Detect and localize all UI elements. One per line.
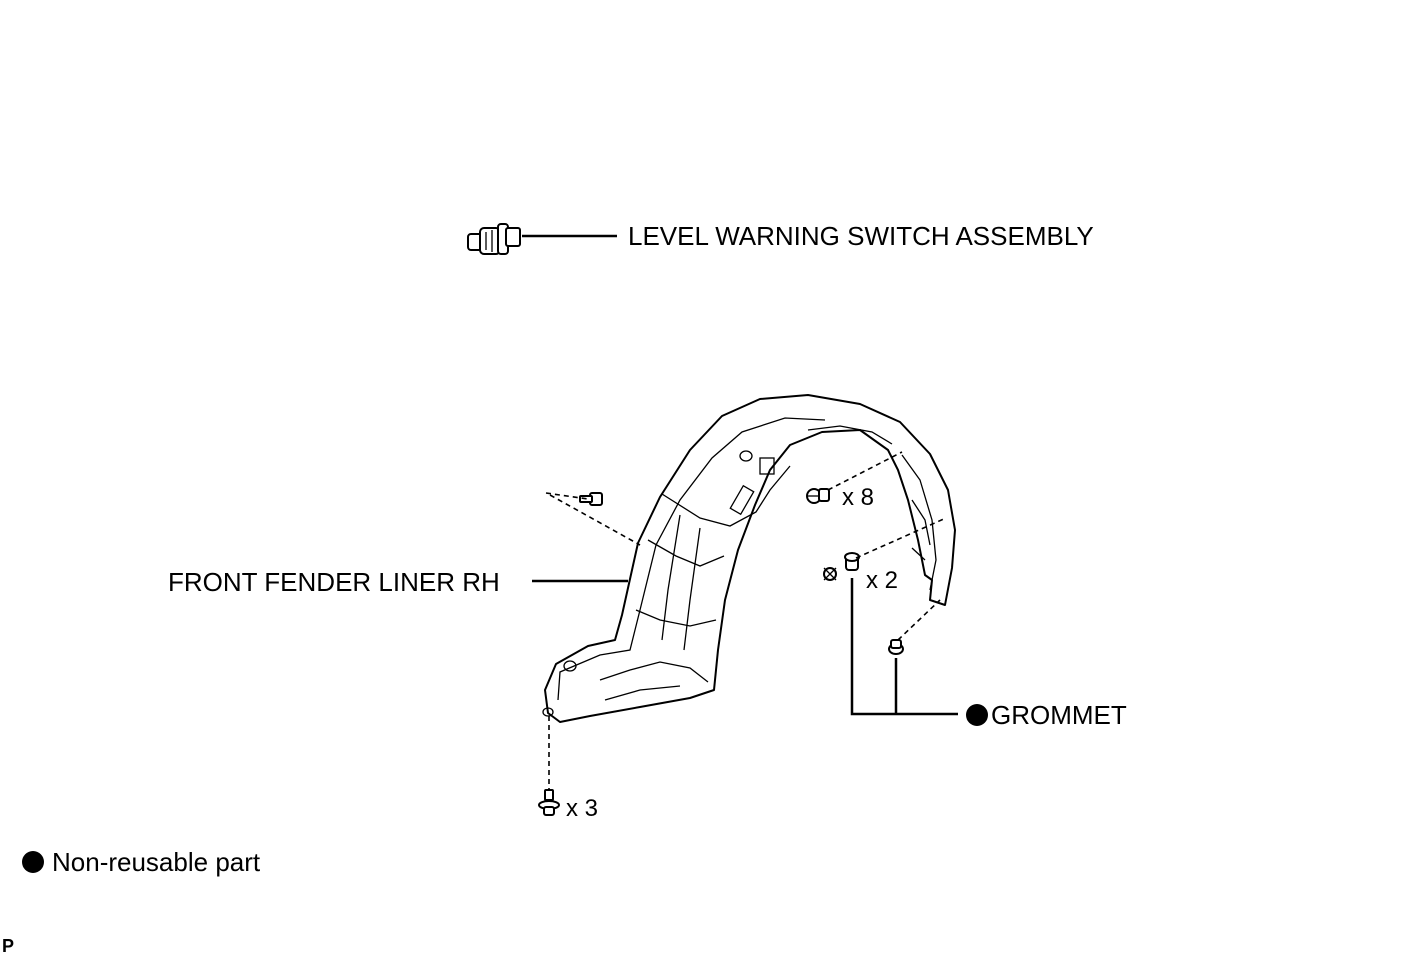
grommet-leader	[850, 578, 958, 716]
clip-lower-right-dashed-line	[897, 599, 941, 641]
clip-x8-dashed-line	[827, 451, 903, 491]
clip-x8-icon	[806, 488, 830, 504]
figure-code: P	[2, 936, 14, 956]
front-fender-liner-label: FRONT FENDER LINER RH	[168, 567, 500, 597]
grommet-label: GROMMET	[991, 700, 1127, 730]
front-fender-liner-icon	[542, 394, 956, 723]
clip-x8-quantity: x 8	[842, 484, 874, 511]
level-warning-switch-icon	[467, 223, 521, 255]
clip-upper-left-dashed-line	[545, 492, 589, 500]
clip-to-liner-dashed-line	[549, 494, 641, 546]
non-reusable-legend-label: Non-reusable part	[52, 847, 261, 877]
push-clip-lower-right-icon	[888, 639, 904, 655]
clip-x2-icon	[823, 552, 860, 581]
non-reusable-legend-marker	[22, 851, 44, 873]
bolt-x3-quantity: x 3	[566, 795, 598, 822]
bolt-x3-icon	[538, 789, 560, 816]
level-warning-switch-label: LEVEL WARNING SWITCH ASSEMBLY	[628, 221, 1094, 251]
grommet-non-reusable-marker	[966, 704, 988, 726]
clip-x2-quantity: x 2	[866, 567, 898, 594]
clip-x2-dashed-line	[855, 517, 947, 559]
